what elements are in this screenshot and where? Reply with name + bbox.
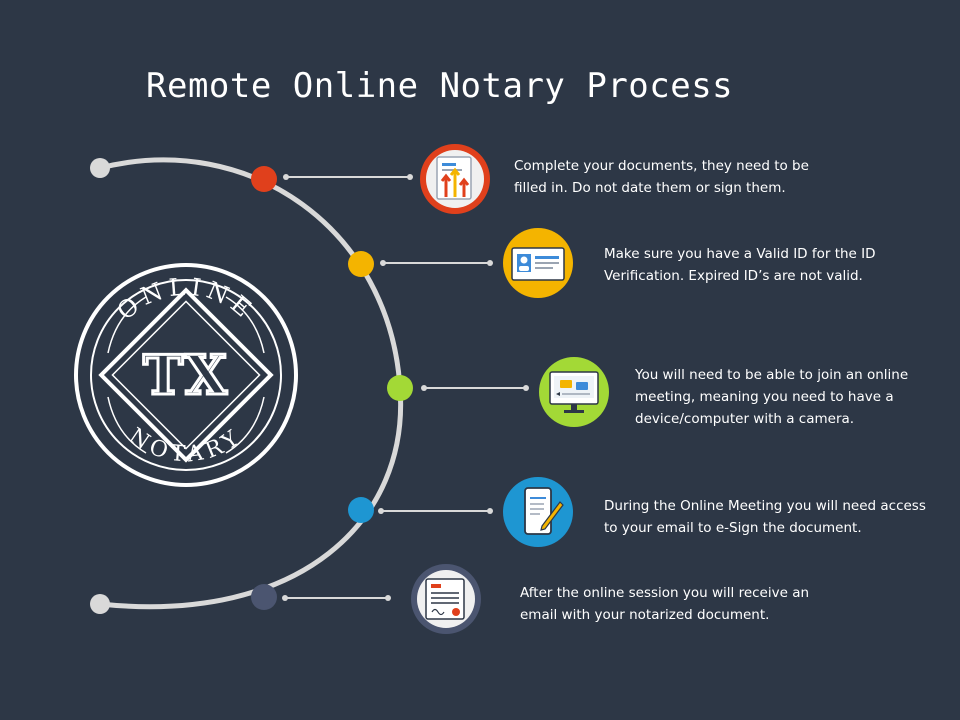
step-3-line-1: You will need to be able to join an onli… <box>635 367 909 383</box>
step-4-line-1: During the Online Meeting you will need … <box>604 498 926 514</box>
step-4-text: During the Online Meeting you will need … <box>604 495 926 539</box>
step-5-line-2: email with your notarized document. <box>520 607 770 623</box>
tx-online-notary-logo: ONLINE NOTARY TX <box>74 263 298 487</box>
step-5-node <box>251 584 277 610</box>
step-3 <box>387 357 609 427</box>
step-3-line-2: meeting, meaning you need to have a <box>635 389 894 405</box>
step-1 <box>251 144 490 214</box>
step-2 <box>348 228 573 298</box>
step-1-text: Complete your documents, they need to be… <box>514 155 834 199</box>
document-growth-icon <box>420 144 490 214</box>
notarized-document-icon <box>411 564 481 634</box>
step-1-line-1: Complete your documents, they need to be <box>514 158 809 174</box>
video-meeting-monitor-icon <box>539 357 609 427</box>
step-2-line-1: Make sure you have a Valid ID for the ID <box>604 246 876 262</box>
page-title: Remote Online Notary Process <box>146 66 734 106</box>
arc-start-dot <box>90 158 110 178</box>
step-5-text: After the online session you will receiv… <box>520 582 840 626</box>
step-5 <box>251 564 481 634</box>
tablet-esign-icon <box>503 477 573 547</box>
step-4 <box>348 477 573 547</box>
step-2-text: Make sure you have a Valid ID for the ID… <box>604 243 924 287</box>
step-3-line-3: device/computer with a camera. <box>635 411 855 427</box>
step-3-text: You will need to be able to join an onli… <box>635 364 955 430</box>
step-5-line-1: After the online session you will receiv… <box>520 585 810 601</box>
step-3-node <box>387 375 413 401</box>
logo-center-text: TX <box>143 343 229 407</box>
step-1-node <box>251 166 277 192</box>
step-4-line-2: to your email to e-Sign the document. <box>604 520 862 536</box>
id-card-icon <box>503 228 573 298</box>
step-4-node <box>348 497 374 523</box>
arc-end-dot <box>90 594 110 614</box>
step-1-line-2: filled in. Do not date them or sign them… <box>514 180 786 196</box>
step-2-node <box>348 251 374 277</box>
step-2-line-2: Verification. Expired ID’s are not valid… <box>604 268 863 284</box>
